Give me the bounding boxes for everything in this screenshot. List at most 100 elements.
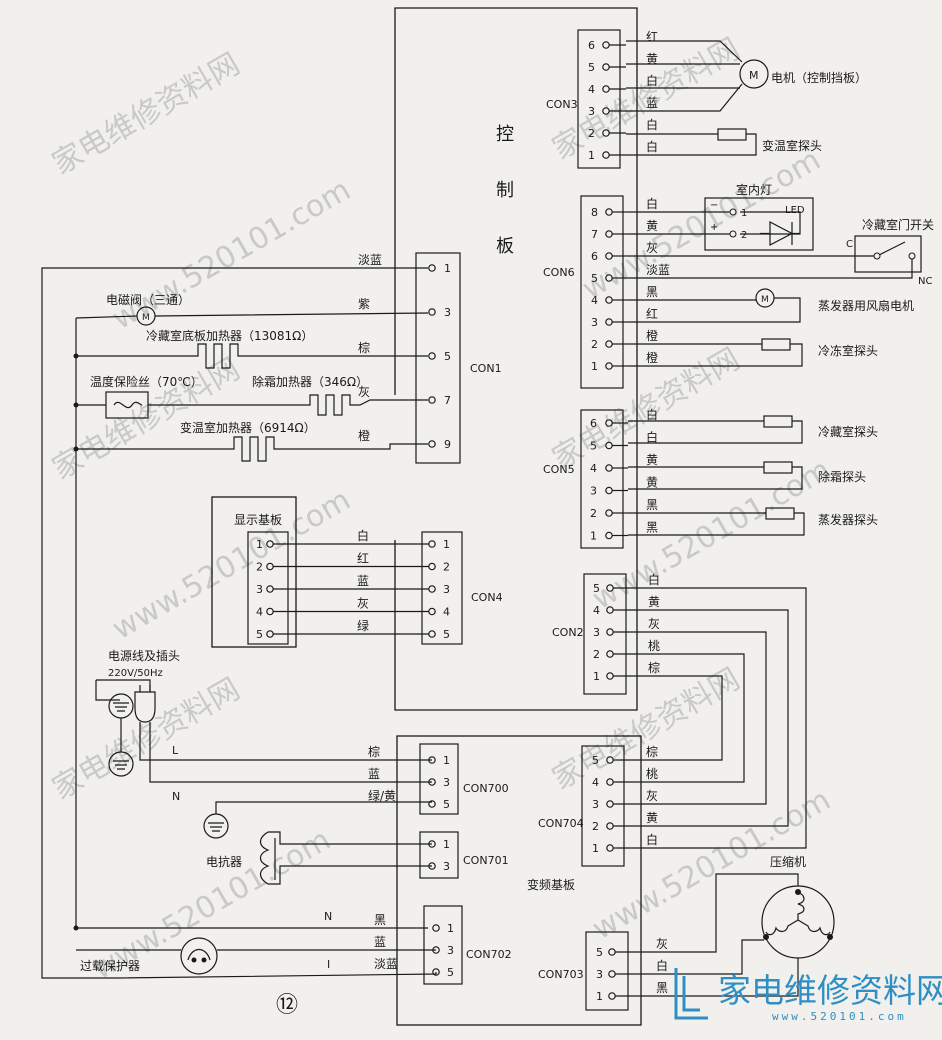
con703-wire-color: 白 [656, 958, 668, 973]
display-terminal [266, 562, 274, 571]
con3-pin-number: 3 [588, 105, 595, 118]
con704-label: CON704 [538, 817, 584, 830]
watermark-line: www.520101.com [577, 142, 827, 307]
con703-connector [585, 931, 629, 1011]
display-pin-number: 5 [256, 628, 263, 641]
fuse-label: 温度保险丝（70℃） [90, 374, 203, 389]
con6-terminal [605, 208, 613, 216]
con3-terminal [602, 41, 610, 49]
display-pin-number: 2 [256, 561, 263, 574]
con700-wire-color: 棕 [368, 744, 380, 759]
con3-terminal [602, 129, 610, 137]
con5-wire-color: 黄 [646, 476, 658, 490]
defrost-probe-label: 除霜探头 [818, 469, 866, 484]
watermark: 家电维修资料网 www.520101.com 家电维修资料网 www.52010… [47, 32, 837, 987]
con2-terminal [606, 584, 614, 592]
con5-pin-number: 3 [590, 485, 597, 498]
con3-wire-color: 白 [646, 117, 658, 132]
control-board-title-2: 制 [496, 180, 514, 201]
compressor-terminal [827, 934, 833, 940]
con6-wire-color: 黑 [646, 285, 658, 299]
con3-terminal [602, 151, 610, 159]
con1-pin-number: 9 [444, 438, 451, 451]
bottom-heater-zigzag [76, 343, 428, 369]
lamp-minus: − [710, 200, 718, 211]
overload-dot [191, 957, 197, 963]
con1-terminal [428, 396, 436, 404]
solenoid-label: 电磁阀（三通） [106, 292, 190, 307]
con2-terminal [606, 606, 614, 614]
line-l-label: L [172, 744, 179, 757]
con6-wire-color: 灰 [646, 241, 658, 255]
con2-terminal [606, 628, 614, 636]
con5-pin-number: 4 [590, 462, 597, 475]
con4-wire-color: 绿 [357, 618, 369, 633]
con6-wire-color: 淡蓝 [646, 263, 670, 277]
con703-terminal [608, 992, 616, 1000]
con702-terminal [432, 924, 440, 932]
con700-pin-number: 1 [443, 754, 450, 767]
con2-label: CON2 [552, 626, 584, 639]
compressor-coil [797, 919, 831, 936]
con703-terminal [608, 948, 616, 956]
con4-terminal [428, 562, 436, 571]
reactor-coil [259, 831, 270, 885]
con1-wire-color: 紫 [358, 297, 370, 311]
con6-terminal [605, 362, 613, 370]
lamp-label: 室内灯 [736, 182, 772, 197]
con5-pin-number: 6 [590, 417, 597, 430]
fan-motor-symbol: M [761, 295, 769, 305]
junction-dot [73, 353, 79, 359]
junction-dot [73, 925, 79, 931]
bottom-heater-label: 冷藏室底板加热器（13081Ω） [146, 328, 313, 343]
con1-pin-number: 5 [444, 350, 451, 363]
watermark-logo: 家电维修资料网 www.520101.com [674, 968, 942, 1023]
con3-terminal [602, 85, 610, 93]
con1-terminal [428, 352, 436, 360]
con704-pin-number: 2 [592, 820, 599, 833]
con702-connector [423, 905, 463, 985]
con701-label: CON701 [463, 854, 509, 867]
earth-symbol [108, 693, 134, 719]
power-cord-label: 电源线及插头 [108, 649, 180, 663]
con701-connector [419, 831, 459, 879]
con5-terminal [605, 486, 613, 495]
reactor-label: 电抗器 [206, 854, 242, 869]
con3-pin-number: 6 [588, 39, 595, 52]
con701-pin-number: 1 [443, 838, 450, 851]
con704-terminal [606, 800, 614, 808]
con6-wire-color: 橙 [646, 328, 658, 343]
con703-label: CON703 [538, 968, 584, 981]
con6-connector [580, 195, 624, 389]
con4-label: CON4 [471, 591, 503, 604]
display-connector [247, 531, 289, 645]
con4-terminal [428, 630, 436, 638]
defrost-heater-label: 除霜加热器（346Ω） [252, 374, 368, 389]
lamp-terminal-1 [729, 208, 737, 216]
door-switch-box [854, 235, 922, 273]
con1-wire-color: 橙 [358, 428, 370, 443]
line-n-label: N [172, 790, 180, 803]
display-terminal [266, 540, 274, 548]
lamp-pin-1: 1 [741, 208, 747, 219]
con703-wire-color: 黑 [656, 981, 668, 995]
con1-wire-color: 淡蓝 [358, 253, 382, 267]
con702-pin-number: 1 [447, 922, 454, 935]
con700-connector [419, 743, 459, 815]
con702-wire-color: 蓝 [374, 935, 386, 949]
con1-terminal [428, 440, 436, 448]
defrost-heater-zigzag [76, 394, 428, 416]
con3-wire-color: 白 [646, 139, 658, 154]
con6-wire-color: 黄 [646, 219, 658, 233]
control-board-title-1: 控 [496, 124, 514, 145]
compressor-coil [797, 891, 805, 920]
con6-terminal [605, 340, 613, 348]
con1-terminal [428, 264, 436, 272]
fan-motor-label: 蒸发器用风扇电机 [818, 298, 914, 313]
con5-label: CON5 [543, 463, 575, 476]
var-probe-resistor [717, 128, 747, 141]
con6-terminal [605, 318, 613, 326]
con700-pin-number: 3 [443, 776, 450, 789]
